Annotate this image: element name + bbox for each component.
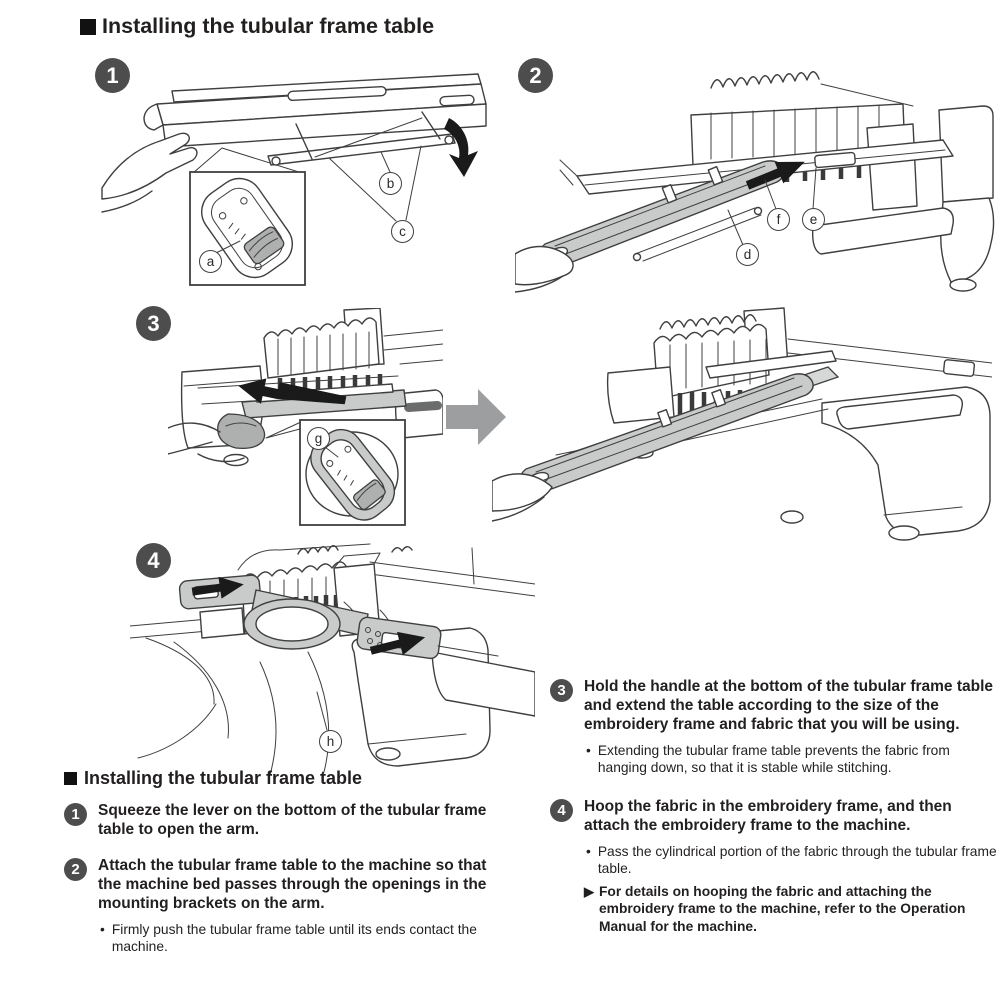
instruction-step-3: 3 Hold the handle at the bottom of the t…: [550, 678, 998, 777]
figure3-right-drawing: [492, 307, 992, 541]
figure2-drawing: [515, 71, 995, 293]
callout-g: g: [307, 427, 330, 450]
callout-f: f: [767, 208, 790, 231]
leader-d: [727, 209, 744, 246]
leader-g: [324, 446, 339, 458]
note-text: For details on hooping the fabric and at…: [599, 883, 966, 934]
section-heading-text: Installing the tubular frame table: [84, 768, 363, 788]
leader-e: [812, 167, 817, 210]
figure2-step-number: 2: [529, 62, 542, 88]
step-bullet: • Extending the tubular frame table prev…: [584, 742, 998, 777]
lever: [243, 226, 285, 265]
bullet-text: Pass the cylindrical portion of the fabr…: [597, 843, 997, 877]
instructions-left-column: Installing the tubular frame table 1 Squ…: [64, 768, 504, 973]
pull-arrow-icon: [238, 378, 347, 405]
next-state-arrow-icon: [446, 389, 506, 445]
figure1-drawing: [101, 73, 487, 286]
step-number-badge: 1: [64, 803, 87, 826]
leader-h: [316, 691, 328, 731]
figure2-step-badge: 2: [518, 58, 553, 93]
step-text: Hoop the fabric in the embroidery frame,…: [584, 797, 952, 834]
figure3-left-illustration: g: [168, 308, 443, 543]
figure2-illustration: d f e: [515, 58, 995, 293]
callout-b: b: [379, 172, 402, 195]
leader-b: [380, 151, 391, 173]
figure4-step-number: 4: [147, 547, 160, 573]
section-square-icon: [64, 772, 77, 785]
step-number-badge: 2: [64, 857, 87, 881]
figure3-step-number: 3: [147, 310, 160, 336]
callout-a: a: [199, 250, 222, 273]
hand: [101, 132, 198, 213]
callout-e: e: [802, 208, 825, 231]
callout-h: h: [319, 730, 342, 753]
instruction-step-2: 2 Attach the tubular frame table to the …: [64, 857, 504, 956]
bullet-icon: •: [586, 742, 591, 758]
figure3-right-illustration: [492, 305, 992, 543]
push-arrow-icon: [745, 161, 805, 190]
figure3-left-drawing: [168, 308, 443, 526]
leader-a: [215, 240, 241, 254]
step-text: Squeeze the lever on the bottom of the t…: [98, 802, 487, 838]
push-arrow-icon: [369, 631, 426, 656]
folding-arm: [267, 111, 456, 166]
step-bullet: • Firmly push the tubular frame table un…: [98, 921, 504, 956]
step-text: Hold the handle at the bottom of the tub…: [584, 678, 994, 733]
figure4-illustration: h: [130, 540, 535, 775]
hand: [515, 245, 574, 293]
section-square-icon: [80, 18, 96, 35]
instruction-step-1: 1 Squeeze the lever on the bottom of the…: [64, 802, 504, 840]
step-number-badge: 4: [550, 798, 573, 822]
embroidery-machine: [555, 307, 992, 541]
hand: [168, 422, 245, 463]
instruction-step-4: 4 Hoop the fabric in the embroidery fram…: [550, 798, 998, 935]
section-heading: Installing the tubular frame table: [64, 768, 504, 789]
step-text: Attach the tubular frame table to the ma…: [98, 856, 487, 912]
figure3-step-badge: 3: [136, 306, 171, 341]
callout-c: c: [391, 220, 414, 243]
push-arrow-icon: [191, 576, 244, 599]
step-number-badge: 3: [550, 679, 573, 702]
leader-c: [328, 145, 422, 222]
figure4-drawing: [130, 543, 535, 775]
mounting-bracket: [661, 184, 678, 204]
figure1-illustration: a b c: [100, 60, 495, 295]
fabric: [137, 601, 394, 775]
inset-detail-box: [265, 419, 406, 526]
reference-note: ▶ For details on hooping the fabric and …: [584, 883, 998, 936]
hand: [492, 473, 553, 522]
figure4-step-badge: 4: [136, 543, 171, 578]
rotate-arrow-icon: [444, 118, 478, 177]
note-arrow-icon: ▶: [584, 883, 594, 899]
lever: [353, 479, 386, 511]
bullet-icon: •: [100, 921, 105, 937]
tubular-frame-table-extended: [519, 366, 840, 494]
leader-f: [764, 179, 777, 210]
figure1-step-number: 1: [106, 62, 119, 88]
step-bullet: • Pass the cylindrical portion of the fa…: [584, 843, 998, 878]
instructions-right-column: 3 Hold the handle at the bottom of the t…: [550, 678, 998, 952]
inset-pointer-lines: [192, 147, 303, 174]
bullet-text: Extending the tubular frame table preven…: [597, 742, 950, 776]
figure1-step-badge: 1: [95, 58, 130, 93]
page-title-text: Installing the tubular frame table: [102, 14, 435, 38]
mounting-bracket: [707, 166, 724, 186]
bullet-icon: •: [586, 843, 591, 859]
bullet-text: Firmly push the tubular frame table unti…: [111, 921, 477, 955]
page-title: Installing the tubular frame table: [80, 14, 434, 39]
callout-d: d: [736, 243, 759, 266]
